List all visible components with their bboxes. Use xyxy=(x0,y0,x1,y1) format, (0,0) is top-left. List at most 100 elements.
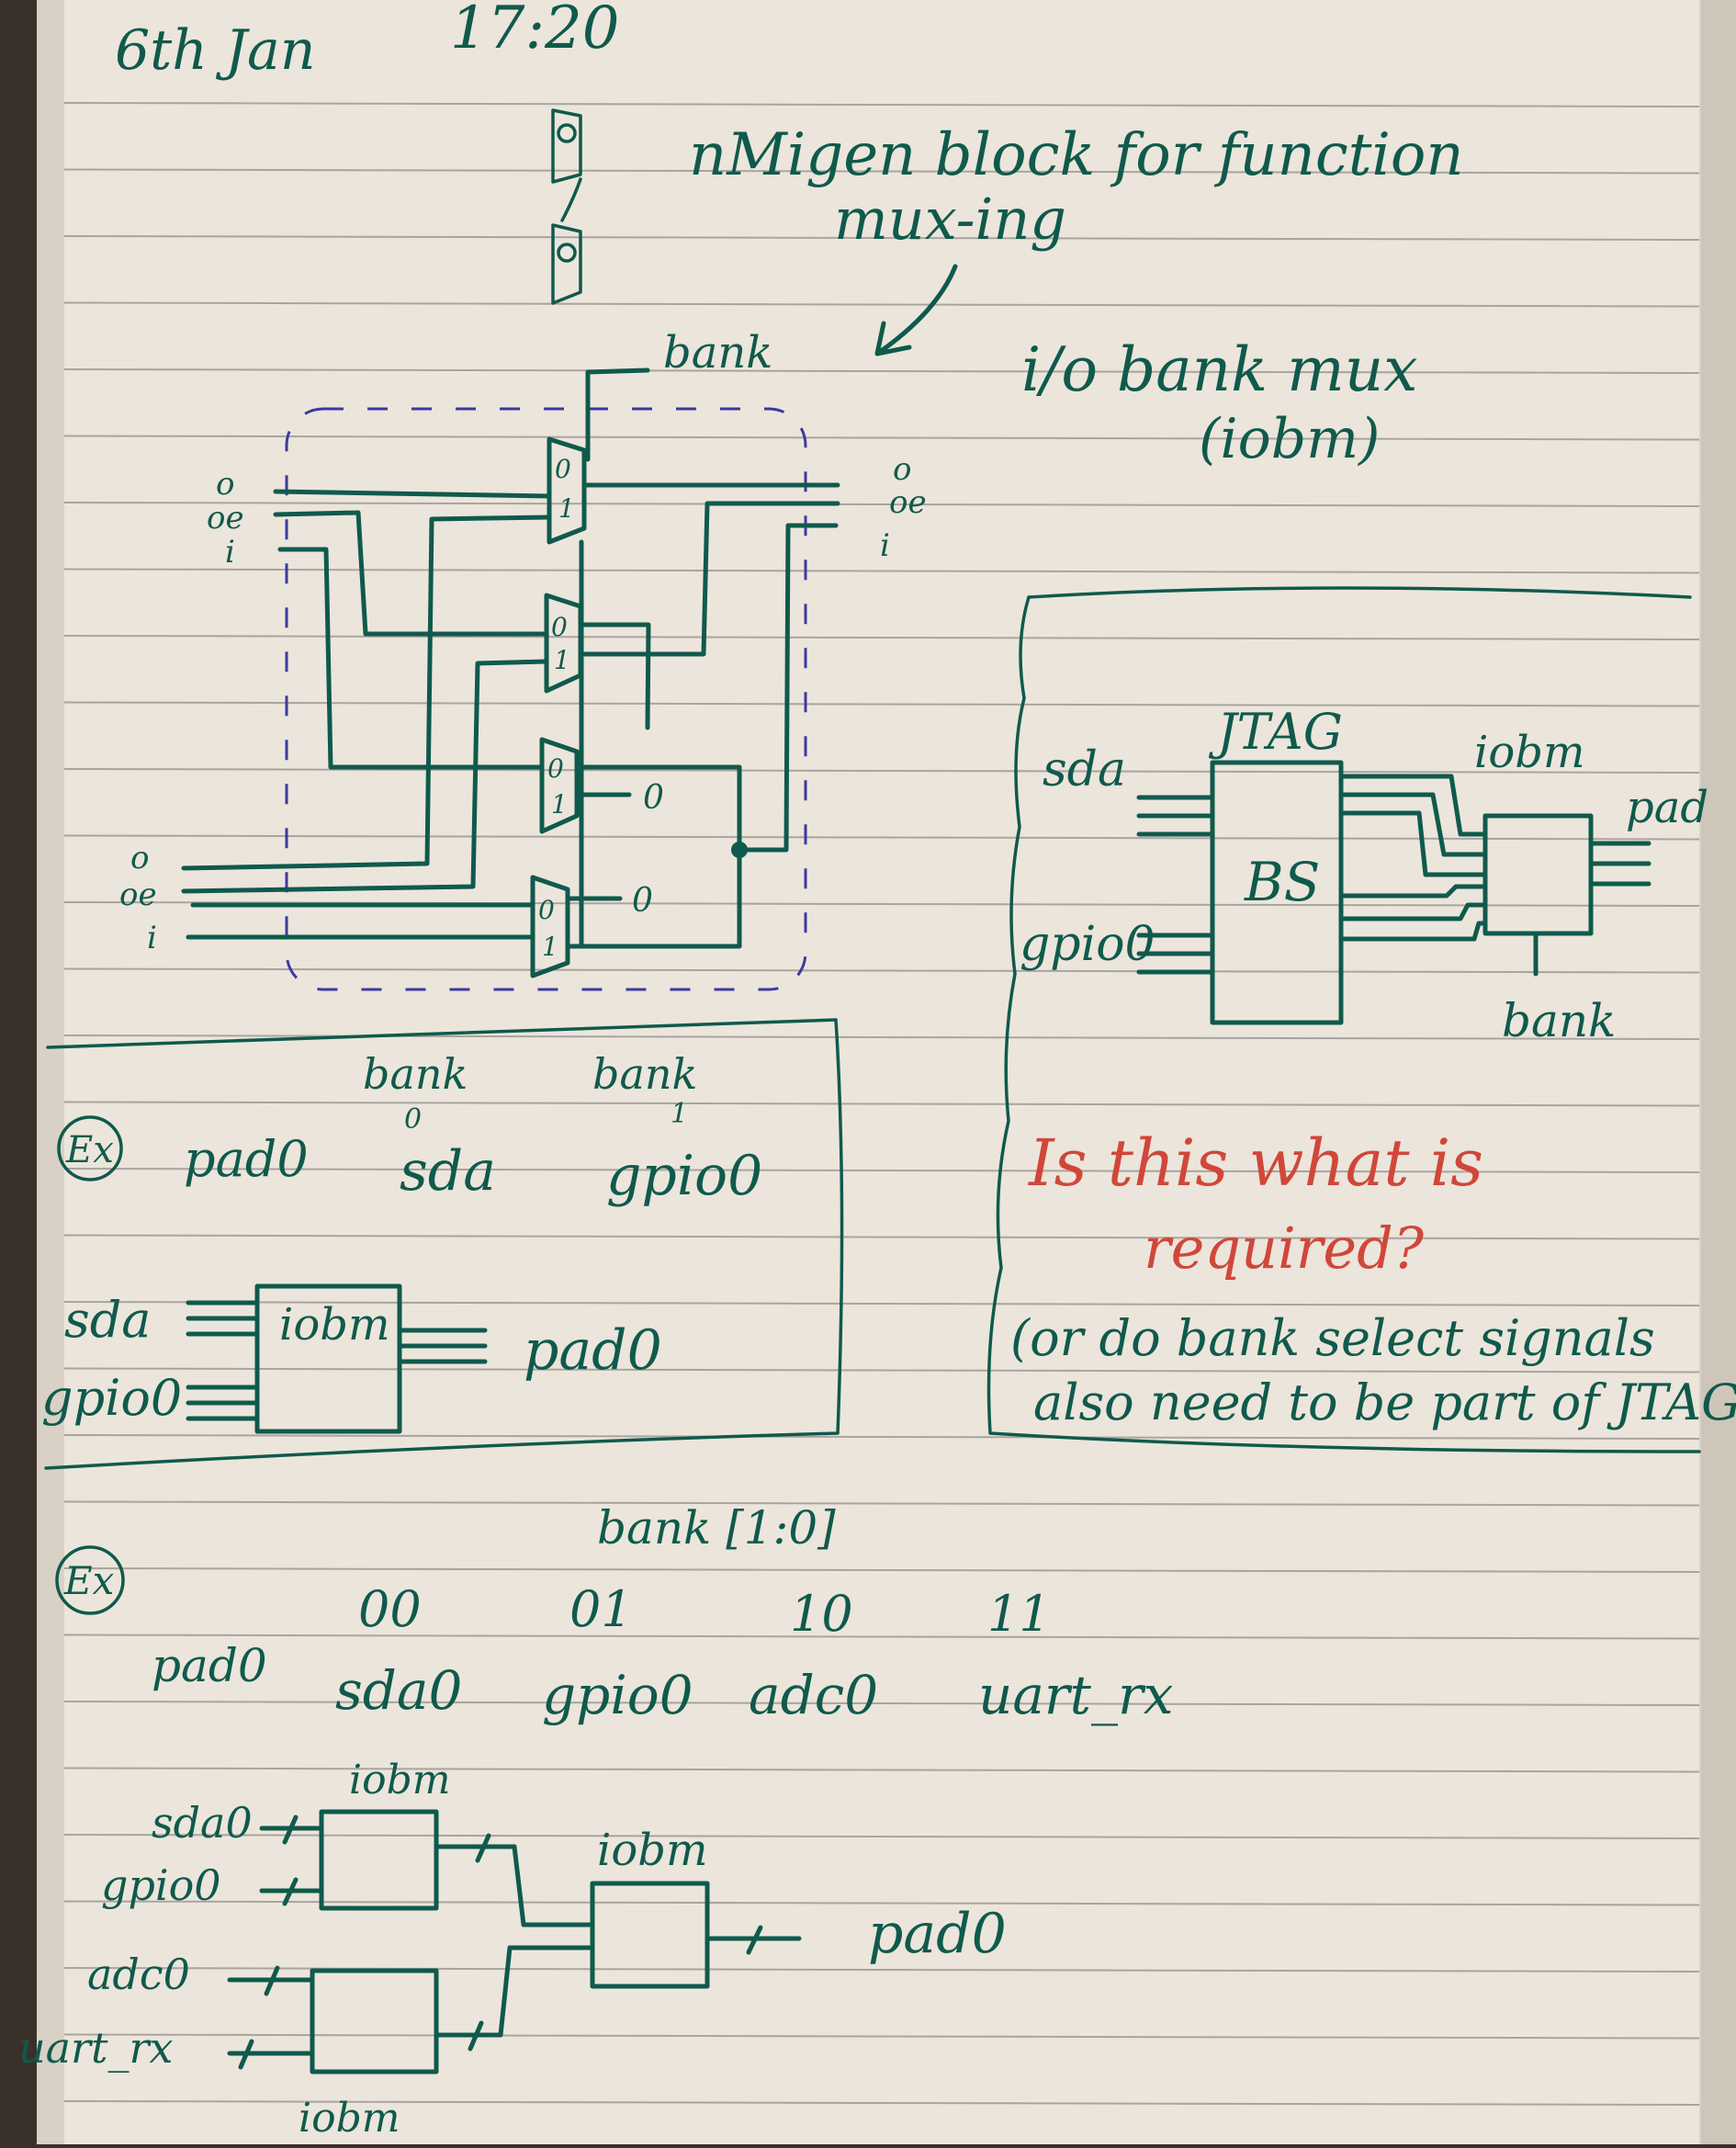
ruled-line xyxy=(63,368,1700,374)
bs-label: BS xyxy=(1244,851,1320,913)
example-1-block-label: iobm xyxy=(279,1299,390,1351)
example-1-border xyxy=(44,1018,844,1470)
example-2-code-3: 11 xyxy=(987,1585,1051,1643)
ruled-line xyxy=(63,435,1700,441)
ruled-line xyxy=(63,102,1700,107)
ruled-line xyxy=(63,635,1700,640)
iobm-boundary xyxy=(285,407,807,991)
right-i: i xyxy=(880,527,890,564)
ruled-lines xyxy=(63,102,1700,2106)
left-o: o xyxy=(216,466,234,503)
ruled-line xyxy=(63,235,1700,241)
example-2-input-0: sda0 xyxy=(152,1798,253,1848)
example-2-pad: pad0 xyxy=(152,1639,267,1692)
bottom-o: o xyxy=(130,840,149,876)
ruled-line xyxy=(63,2100,1700,2106)
mux-1-input-1: 1 xyxy=(558,493,575,524)
example-2-ex-circle xyxy=(55,1545,125,1615)
ruled-line xyxy=(63,701,1700,707)
mux-3: 0 1 xyxy=(539,737,580,834)
paper xyxy=(64,0,1699,2144)
example-2-bank-header: bank [1:0] xyxy=(597,1501,836,1554)
block-abbrev: (iobm) xyxy=(1199,407,1380,471)
example-2-mux-tree xyxy=(227,1809,802,2075)
jtag-gpio-label: gpio0 xyxy=(1020,917,1155,972)
example-2-code-1: 01 xyxy=(569,1580,633,1638)
example-1-bank0-header: bank xyxy=(363,1049,468,1099)
date-text: 6th Jan xyxy=(115,18,315,83)
ruled-line xyxy=(63,967,1700,974)
ruled-line xyxy=(63,1634,1700,1640)
example-1-ex-circle xyxy=(57,1115,123,1181)
example-1-bank0-index: 0 xyxy=(404,1103,422,1136)
ruled-line xyxy=(63,834,1700,841)
ruled-line xyxy=(63,1767,1700,1773)
ruled-line xyxy=(63,2033,1700,2040)
ruled-line xyxy=(63,568,1700,574)
example-1-in-b: gpio0 xyxy=(41,1369,182,1427)
ruled-line xyxy=(63,768,1700,774)
ruled-line xyxy=(63,502,1700,507)
example-1-iobm-block: iobm xyxy=(186,1283,488,1434)
example-1-bank1-index: 1 xyxy=(671,1098,688,1130)
example-2-code-2: 10 xyxy=(790,1585,853,1643)
note-line-2: also need to be part of JTAG?) xyxy=(1033,1374,1736,1431)
example-2-input-3: uart_rx xyxy=(18,2023,174,2073)
mux-4-input-1: 1 xyxy=(542,932,558,962)
ruled-line xyxy=(63,1168,1700,1173)
mux-3-input-0: 0 xyxy=(547,753,564,784)
example-2-block-1-label: iobm xyxy=(349,1757,450,1803)
jtag-pad-label: pad xyxy=(1626,782,1708,833)
mux-3-const-zero: 0 xyxy=(643,779,664,817)
next-page-edge xyxy=(1701,0,1736,2144)
left-oe: oe xyxy=(207,500,244,537)
bottom-i: i xyxy=(147,920,157,956)
example-1-bank0-value: sda xyxy=(400,1139,496,1204)
title-line-2: mux-ing xyxy=(834,186,1066,253)
bottom-oe: oe xyxy=(119,876,157,913)
ruled-line xyxy=(63,1301,1700,1306)
example-2-block-3-label: iobm xyxy=(597,1825,708,1876)
time-text: 17:20 xyxy=(450,0,619,62)
mux-icon xyxy=(551,108,582,305)
example-1-bank1-value: gpio0 xyxy=(606,1144,762,1208)
example-2-signal-1: gpio0 xyxy=(542,1664,693,1726)
mux-4-const-zero: 0 xyxy=(632,882,653,920)
mux-2: 0 1 xyxy=(544,593,583,694)
example-1-pad: pad0 xyxy=(184,1130,309,1188)
left-i: i xyxy=(225,534,235,571)
example-1-bank1-header: bank xyxy=(592,1049,697,1099)
example-2-input-1: gpio0 xyxy=(101,1860,221,1910)
example-2-signal-2: adc0 xyxy=(749,1664,878,1726)
jtag-sda-label: sda xyxy=(1043,742,1126,797)
ruled-line xyxy=(63,1367,1700,1374)
ruled-line xyxy=(63,1234,1700,1240)
example-2-code-0: 00 xyxy=(358,1580,422,1638)
mux-3-input-1: 1 xyxy=(551,789,568,820)
arrow-icon xyxy=(874,264,958,356)
jtag-bs-block: JTAG BS xyxy=(1136,703,1344,1025)
mux-4: 0 1 xyxy=(530,875,570,978)
mux-4-input-0: 0 xyxy=(538,895,555,925)
ruled-line xyxy=(63,1567,1700,1573)
jtag-label: JTAG xyxy=(1208,703,1343,761)
example-2-input-2: adc0 xyxy=(87,1950,190,1999)
ruled-line xyxy=(63,168,1700,175)
block-name: i/o bank mux xyxy=(1021,334,1417,405)
mux-2-input-0: 0 xyxy=(551,612,568,642)
question-line-1: Is this what is xyxy=(1027,1125,1483,1201)
right-oe: oe xyxy=(889,484,927,521)
jtag-region-border xyxy=(986,595,1701,1453)
bank-select-label: bank xyxy=(663,327,772,379)
question-line-2: required? xyxy=(1144,1215,1425,1282)
jtag-iobm-label: iobm xyxy=(1474,727,1585,778)
ruled-line xyxy=(63,1101,1700,1107)
note-line-1: (or do bank select signals xyxy=(1010,1309,1655,1367)
example-1-out: pad0 xyxy=(524,1318,662,1383)
example-2-ex-label: Ex xyxy=(63,1558,115,1603)
title-line-1: nMigen block for function xyxy=(689,121,1464,189)
ruled-line xyxy=(63,1900,1700,1906)
ruled-line xyxy=(63,1434,1700,1440)
